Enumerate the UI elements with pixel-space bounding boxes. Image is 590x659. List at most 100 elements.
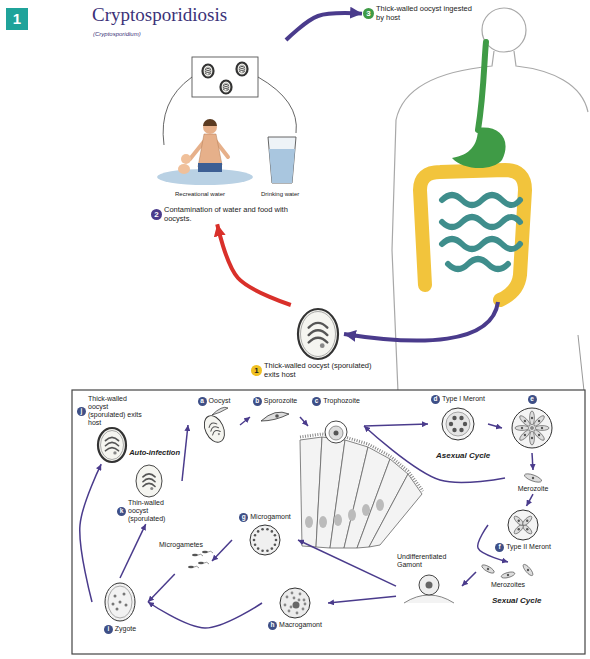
stage-label: Merozoites (491, 581, 525, 589)
epithelium (300, 434, 423, 548)
life-cycle-arrow (527, 494, 534, 506)
residual-body (226, 89, 228, 91)
nucleus-dot (257, 547, 260, 550)
stage-label: Type I Meront (442, 395, 485, 403)
stage-label: Thick-walled oocyst (sporulated) exits h… (88, 395, 147, 427)
callout-number: h (268, 621, 277, 630)
stage-label: Microgamont (250, 513, 290, 521)
granule-dot (304, 603, 307, 606)
stage-illustration (188, 406, 240, 444)
label-row: 2Contamination of water and food with oo… (151, 206, 309, 223)
life-stage: kThin-walled oocyst (sporulated) (116, 462, 182, 524)
residual-body (113, 451, 116, 454)
nucleus-dot (531, 437, 533, 439)
cell-nucleus (319, 516, 327, 528)
nucleus-dot (266, 528, 269, 531)
life-stage: Microgametes (150, 540, 212, 574)
nucleus-dot (541, 427, 543, 429)
trophozoite-shape (329, 426, 343, 440)
sporozoite-shape (223, 84, 228, 85)
callout-number: a (198, 397, 207, 406)
stage-label: Thick-walled oocyst ingested by host (376, 5, 477, 22)
merozoite-shape (535, 426, 549, 431)
nucleus-dot (459, 416, 463, 420)
nucleus-dot (426, 582, 433, 589)
nucleus-dot (507, 574, 509, 576)
life-stage: fType II Meront (488, 506, 558, 553)
nucleus-dot (463, 422, 467, 426)
cell-nucleus (305, 516, 313, 528)
meront-wall (508, 510, 538, 540)
leader-line (578, 335, 584, 391)
stage-label: Merozoite (518, 485, 549, 493)
granule-dot (286, 596, 289, 599)
connector-group (80, 13, 533, 628)
callout-number: b (253, 397, 262, 406)
large-intestine (420, 170, 525, 300)
residual-body (208, 73, 210, 75)
callout-number: 2 (151, 209, 162, 220)
stage-illustration (262, 585, 328, 621)
granule-dot (112, 603, 115, 606)
stage-illustration (150, 41, 310, 206)
oocyst-frame (192, 57, 258, 97)
residual-body (530, 426, 534, 430)
label-row: Merozoite (506, 485, 560, 493)
callout-number: g (239, 513, 248, 522)
granule-dot (299, 593, 302, 596)
life-cycle-arrow (298, 540, 396, 586)
callout-number: e (528, 395, 537, 404)
host-cell (404, 595, 454, 603)
life-cycle-arrow (364, 426, 505, 482)
granule-dot (302, 608, 305, 611)
label-row: jThick-walled oocyst (sporulated) exits … (77, 395, 147, 427)
stage-label: Sporozoite (264, 397, 297, 405)
emerging-sporozoite (212, 407, 228, 415)
child-head (181, 154, 191, 164)
life-cycle-arrow (148, 574, 175, 602)
life-stage: 2Contamination of water and food with oo… (150, 40, 310, 224)
stage-illustration (92, 579, 148, 625)
nucleus-dot (253, 539, 256, 542)
life-stage: e (502, 394, 562, 453)
callout-number: d (431, 395, 440, 404)
callout-number: i (104, 625, 113, 634)
sporozoite-shape (261, 412, 289, 421)
oocyst-wall (136, 465, 162, 497)
cell-nucleus (362, 504, 370, 516)
nucleus-dot (521, 427, 523, 429)
zygote-wall (105, 583, 135, 621)
sporozoite-shape (223, 86, 228, 87)
granule-dot (303, 599, 306, 602)
granule-dot (116, 608, 119, 611)
oocyst-wall (98, 428, 126, 462)
callout-number: c (312, 397, 321, 406)
nucleus-dot (334, 431, 339, 436)
contamination-line (258, 77, 296, 133)
stage-illustration (150, 549, 212, 573)
nucleus-dot (518, 520, 520, 522)
sporozoite-shape (205, 72, 210, 73)
nucleus-dot (275, 414, 279, 418)
swimmer-head (203, 120, 217, 134)
label-row: fType II Meront (489, 543, 557, 552)
oocyst-inner-wall (101, 431, 124, 460)
glass-water (269, 149, 295, 183)
oocyst-wall (237, 63, 248, 76)
gamont-shape (419, 575, 439, 595)
zygote-inner-wall (108, 586, 132, 618)
sporozoite-shape (239, 70, 244, 71)
sporozoite-shape (211, 429, 220, 435)
nucleus-dot (261, 528, 264, 531)
small-intestine (442, 195, 520, 269)
sporozoite-shape (143, 483, 155, 486)
nucleus-dot (266, 549, 269, 552)
life-cycle-arrow (148, 602, 262, 628)
label-row: bSporozoite (251, 397, 299, 406)
merozoite-shape (521, 515, 533, 527)
nucleus-dot (257, 530, 260, 533)
callout-number: 3 (363, 8, 374, 19)
microgamete-shape (188, 566, 194, 568)
sporozoite-shape (309, 330, 328, 335)
stage-illustration (488, 507, 558, 543)
